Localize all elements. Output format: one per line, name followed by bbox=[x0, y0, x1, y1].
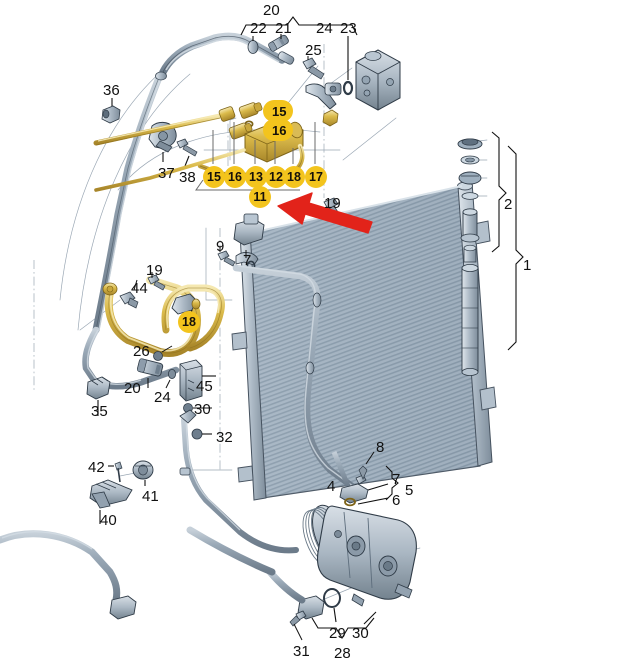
part-22 bbox=[247, 36, 259, 54]
callout-22: 22 bbox=[250, 20, 267, 37]
callout-2: 2 bbox=[504, 196, 513, 213]
brass-pipe-upper bbox=[93, 113, 223, 146]
callout-20: 20 bbox=[124, 380, 141, 397]
part-38-bolt bbox=[176, 138, 198, 167]
group-bracket-5 bbox=[385, 465, 399, 501]
callout-4: 4 bbox=[327, 478, 336, 495]
highlighted-callout-16: 16 bbox=[224, 166, 246, 188]
callout-7: 7 bbox=[392, 471, 401, 488]
lower-left-pipe bbox=[179, 409, 299, 554]
callout-36: 36 bbox=[103, 82, 120, 99]
callout-30: 30 bbox=[194, 401, 211, 418]
callout-38: 38 bbox=[179, 169, 196, 186]
callout-28: 28 bbox=[334, 645, 351, 662]
callout-20: 20 bbox=[263, 2, 280, 19]
callout-26: 26 bbox=[133, 343, 150, 360]
suction-hose bbox=[0, 526, 325, 620]
callout-5: 5 bbox=[405, 482, 414, 499]
part-18-connector bbox=[171, 293, 201, 321]
callout-30: 30 bbox=[352, 625, 369, 642]
compressor bbox=[302, 504, 417, 607]
callout-6: 6 bbox=[392, 492, 401, 509]
leader-30-lower bbox=[363, 611, 377, 625]
highlighted-callout-16: 16 bbox=[263, 119, 294, 141]
condenser-inlet-connector bbox=[233, 213, 265, 246]
callout-24: 24 bbox=[154, 389, 171, 406]
expansion-valve-block bbox=[355, 49, 401, 111]
part-40-bracket bbox=[89, 479, 133, 524]
part-36-clip bbox=[101, 98, 121, 124]
group-bracket-20 bbox=[240, 16, 358, 36]
callout-7: 7 bbox=[243, 252, 252, 269]
callout-31: 31 bbox=[293, 643, 310, 660]
highlighted-callout-12: 12 bbox=[265, 166, 287, 188]
callout-24: 24 bbox=[316, 20, 333, 37]
group-bracket-28 bbox=[311, 617, 375, 640]
part-41-grommet bbox=[132, 460, 154, 486]
pipe-sleeve bbox=[155, 51, 295, 81]
callout-45: 45 bbox=[196, 378, 213, 395]
highlighted-callout-13: 13 bbox=[245, 166, 267, 188]
callout-35: 35 bbox=[91, 403, 108, 420]
callout-40: 40 bbox=[100, 512, 117, 529]
part-25-bolt bbox=[302, 56, 325, 80]
highlighted-callout-11: 11 bbox=[249, 186, 271, 208]
callout-44: 44 bbox=[131, 280, 148, 297]
part-31-bolt bbox=[289, 610, 307, 641]
callout-21: 21 bbox=[275, 20, 292, 37]
part-42-pin bbox=[108, 461, 123, 483]
part-9-bolt bbox=[217, 246, 236, 267]
receiver-drier bbox=[457, 138, 483, 376]
part-35-clip bbox=[86, 376, 111, 416]
leader-5-6-7 bbox=[357, 483, 389, 505]
group-brackets-right bbox=[491, 131, 524, 351]
callout-23: 23 bbox=[340, 20, 357, 37]
part-26-ball bbox=[153, 345, 173, 361]
callout-42: 42 bbox=[88, 459, 105, 476]
gold-hose-assembly bbox=[104, 276, 225, 357]
part-44-fitting bbox=[102, 279, 139, 309]
part-19-bolt-left bbox=[147, 272, 166, 291]
callout-19: 19 bbox=[324, 195, 341, 212]
callout-41: 41 bbox=[142, 488, 159, 505]
callout-8: 8 bbox=[376, 439, 385, 456]
highlighted-callout-15: 15 bbox=[263, 100, 294, 122]
callout-25: 25 bbox=[305, 42, 322, 59]
part-32-nut bbox=[191, 428, 212, 440]
part-8-bolt bbox=[355, 451, 375, 485]
part-29-oring bbox=[323, 588, 341, 623]
part-21 bbox=[268, 34, 289, 52]
compressor-port-connector bbox=[331, 451, 369, 507]
callout-29: 29 bbox=[329, 625, 346, 642]
callout-19: 19 bbox=[146, 262, 163, 279]
part-24-ring bbox=[165, 368, 176, 389]
highlighted-callout-18: 18 bbox=[178, 311, 200, 333]
callout-32: 32 bbox=[216, 429, 233, 446]
refrigerant-pipe-upper bbox=[159, 32, 286, 76]
callout-1: 1 bbox=[523, 257, 532, 274]
highlighted-callout-15: 15 bbox=[203, 166, 225, 188]
highlighted-callout-17: 17 bbox=[305, 166, 327, 188]
condenser-outlet-pipe bbox=[232, 264, 364, 496]
part-45-bracket bbox=[179, 359, 216, 402]
part-23-oring bbox=[342, 36, 354, 96]
callout-9: 9 bbox=[216, 238, 225, 255]
red-annotation-arrow bbox=[277, 192, 373, 234]
part-24-connector bbox=[305, 82, 342, 110]
part-7-clip bbox=[235, 250, 259, 272]
callout-37: 37 bbox=[158, 165, 175, 182]
highlighted-callout-18: 18 bbox=[283, 166, 305, 188]
part-20-coupler bbox=[137, 358, 164, 388]
